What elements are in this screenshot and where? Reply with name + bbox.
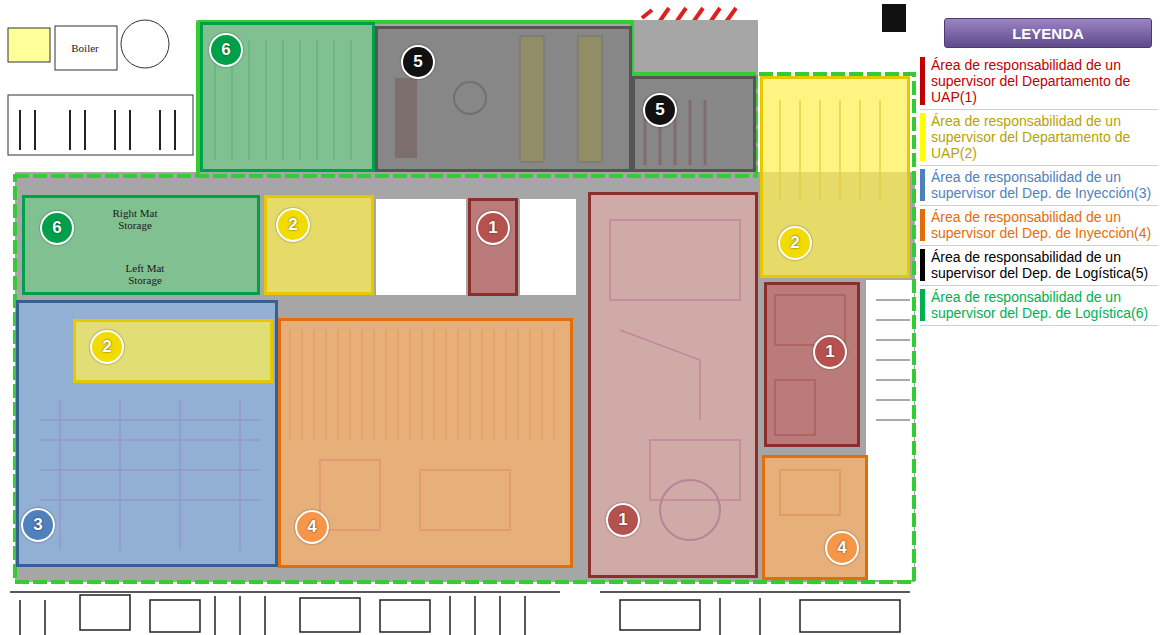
area-badge: 4	[295, 510, 329, 544]
room-outline	[55, 26, 117, 70]
area-badge: 6	[209, 33, 243, 67]
responsibility-area: 5	[375, 26, 632, 172]
area-badge: 2	[778, 226, 812, 260]
responsibility-area: 4	[762, 455, 868, 580]
legend-text: Área de responsabilidad de un supervisor…	[931, 113, 1154, 161]
responsibility-area: 1	[764, 282, 860, 447]
legend-swatch	[920, 169, 925, 201]
legend-swatch	[920, 57, 925, 105]
responsibility-area: 2	[73, 319, 273, 383]
area-badge: 4	[825, 531, 859, 565]
legend-text: Área de responsabilidad de un supervisor…	[931, 169, 1154, 201]
callout-number: 6	[221, 40, 230, 60]
legend-panel: LEYENDA Área de responsabilidad de un sup…	[920, 14, 1158, 326]
room-outline	[8, 95, 193, 155]
area-badge: 2	[276, 208, 310, 242]
legend-title: LEYENDA	[1012, 25, 1084, 42]
legend-text: Área de responsabilidad de un supervisor…	[931, 57, 1154, 105]
area-badge: 5	[643, 93, 677, 127]
responsibility-area: 4	[278, 318, 573, 568]
legend-header: LEYENDA	[944, 18, 1152, 48]
callout-number: 1	[488, 218, 497, 238]
boundary-line	[198, 22, 756, 176]
legend-text: Área de responsabilidad de un supervisor…	[931, 209, 1154, 241]
area-label: Right Mat Storage	[100, 207, 170, 231]
rack-lines	[20, 110, 175, 150]
area-label-text: Right Mat Storage	[113, 207, 158, 231]
responsibility-area: 1	[468, 198, 518, 296]
legend-item: Área de responsabilidad de un supervisor…	[920, 110, 1158, 166]
equipment-block	[882, 4, 906, 32]
area-label-text: Boiler	[71, 42, 99, 54]
legend-swatch	[920, 209, 925, 241]
callout-number: 2	[288, 215, 297, 235]
building-lines	[10, 592, 910, 635]
area-badge: 5	[401, 45, 435, 79]
legend-item: Área de responsabilidad de un supervisor…	[920, 54, 1158, 110]
legend-item: Área de responsabilidad de un supervisor…	[920, 286, 1158, 326]
area-label: Left Mat Storage	[110, 262, 180, 286]
callout-number: 4	[307, 517, 316, 537]
aisle	[196, 20, 758, 175]
callout-number: 4	[837, 538, 846, 558]
tank-outline	[121, 20, 169, 68]
callout-number: 2	[102, 337, 111, 357]
area-label-text: Left Mat Storage	[126, 262, 165, 286]
open-area	[866, 280, 914, 580]
legend-text: Área de responsabilidad de un supervisor…	[931, 249, 1154, 281]
legend-item: Área de responsabilidad de un supervisor…	[920, 166, 1158, 206]
responsibility-area: 5	[632, 76, 756, 172]
area-badge: 1	[606, 503, 640, 537]
area-badge: 2	[90, 330, 124, 364]
callout-number: 3	[33, 515, 42, 535]
open-area	[376, 199, 466, 295]
area-label: Boiler	[62, 42, 108, 54]
legend-item: Área de responsabilidad de un supervisor…	[920, 246, 1158, 286]
callout-number: 1	[825, 342, 834, 362]
aisle	[15, 172, 915, 582]
responsibility-area: 1	[588, 192, 758, 578]
hatched-area	[8, 28, 50, 62]
area-badge: 3	[21, 508, 55, 542]
responsibility-area: 32	[16, 300, 278, 567]
callout-number: 6	[52, 218, 61, 238]
open-area	[520, 199, 576, 295]
area-badge: 1	[476, 211, 510, 245]
callout-number: 2	[790, 233, 799, 253]
legend-swatch	[920, 249, 925, 281]
legend-text: Área de responsabilidad de un supervisor…	[931, 289, 1154, 321]
callout-number: 5	[655, 100, 664, 120]
legend-swatch	[920, 289, 925, 321]
legend-item: Área de responsabilidad de un supervisor…	[920, 206, 1158, 246]
area-badge: 1	[813, 335, 847, 369]
area-badge: 6	[40, 211, 74, 245]
responsibility-area: 6	[200, 22, 375, 172]
responsibility-area: 2	[264, 195, 374, 295]
responsibility-area: 2	[760, 76, 910, 278]
callout-number: 5	[413, 52, 422, 72]
legend-swatch	[920, 113, 925, 161]
callout-number: 1	[618, 510, 627, 530]
stairs	[876, 300, 910, 420]
